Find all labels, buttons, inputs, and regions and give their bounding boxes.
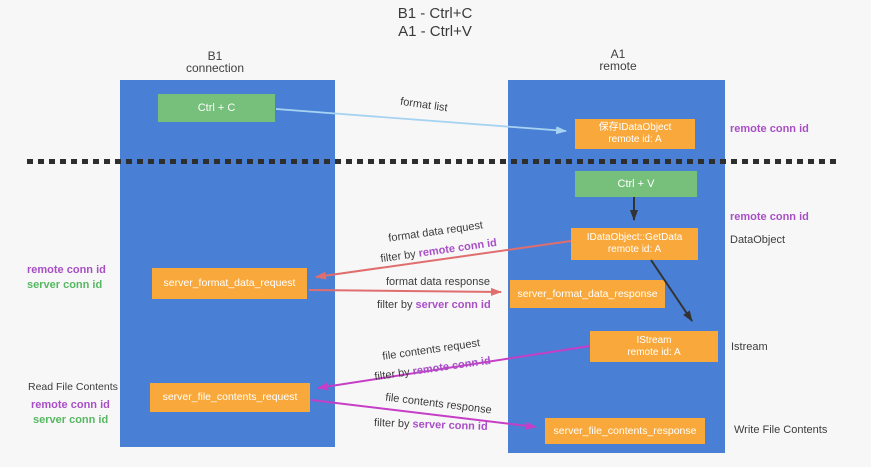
filter-by-text: filter by [373, 365, 414, 384]
label-filter-by-server-2: filter by server conn id [374, 417, 488, 433]
node-server-file-contents-request: server_file_contents_request [150, 383, 310, 412]
diagram-title: B1 - Ctrl+C A1 - Ctrl+V [330, 5, 540, 41]
server-conn-id-text: server conn id [412, 418, 488, 433]
node-idataobject-getdata: IDataObject::GetData remote id: A [571, 228, 698, 260]
right-write-file-contents-label: Write File Contents [734, 424, 828, 436]
left-column-role: connection [185, 61, 245, 75]
node-getdata-line2: remote id: A [607, 244, 662, 255]
left-read-file-contents-label: Read File Contents [28, 381, 118, 393]
right-istream-label: Istream [731, 341, 768, 353]
node-save-idataobject: 保存IDataObject remote id: A [575, 119, 695, 149]
label-file-contents-response: file contents response [384, 391, 493, 417]
node-save-idataobject-line2: remote id: A [608, 134, 662, 145]
node-server-file-contents-request-label: server_file_contents_request [162, 391, 298, 403]
filter-by-text: filter by [377, 299, 416, 311]
node-ctrl-c: Ctrl + C [158, 94, 275, 122]
title-line-2: A1 - Ctrl+V [398, 23, 472, 40]
remote-conn-id-text: remote conn id [411, 354, 492, 378]
node-server-format-data-request: server_format_data_request [152, 268, 307, 299]
title-line-1: B1 - Ctrl+C [397, 5, 473, 22]
left-remote-conn-id-1: remote conn id [27, 264, 106, 276]
left-column-header: B1 connection [165, 50, 265, 74]
right-dataobject-label: DataObject [730, 234, 786, 246]
node-save-idataobject-line1: 保存IDataObject [598, 122, 672, 133]
left-remote-conn-id-2: remote conn id [31, 399, 110, 411]
node-server-format-data-response: server_format_data_response [510, 280, 665, 308]
right-remote-conn-id-2: remote conn id [730, 211, 809, 223]
node-ctrl-v: Ctrl + V [575, 171, 697, 197]
filter-by-text: filter by [379, 247, 420, 266]
node-istream: IStream remote id: A [590, 331, 718, 362]
arrow-format-data-response [308, 287, 502, 296]
left-server-conn-id-2: server conn id [33, 414, 109, 426]
right-column-name: A1 [610, 47, 626, 61]
node-server-file-contents-response: server_file_contents_response [545, 418, 705, 444]
label-format-list: format list [399, 95, 449, 115]
node-ctrl-c-label: Ctrl + C [197, 101, 236, 114]
node-server-file-contents-response-label: server_file_contents_response [553, 424, 697, 437]
server-conn-id-text: server conn id [415, 299, 491, 311]
right-column-role: remote [599, 59, 637, 73]
label-format-data-response: format data response [386, 276, 490, 288]
filter-by-text: filter by [373, 417, 413, 431]
node-ctrl-v-label: Ctrl + V [617, 177, 655, 190]
node-getdata-line1: IDataObject::GetData [586, 232, 683, 243]
right-remote-conn-id-1: remote conn id [730, 123, 809, 135]
node-istream-line2: remote id: A [627, 346, 681, 358]
left-column-name: B1 [207, 49, 223, 63]
right-column-header: A1 remote [568, 48, 668, 72]
left-server-conn-id-1: server conn id [27, 279, 103, 291]
node-server-format-data-response-label: server_format_data_response [517, 287, 658, 300]
label-filter-by-server-1: filter by server conn id [377, 299, 491, 311]
remote-conn-id-text: remote conn id [417, 236, 498, 260]
node-server-format-data-request-label: server_format_data_request [163, 277, 296, 289]
node-istream-line1: IStream [636, 334, 672, 346]
session-divider-dashed-line [27, 159, 838, 164]
